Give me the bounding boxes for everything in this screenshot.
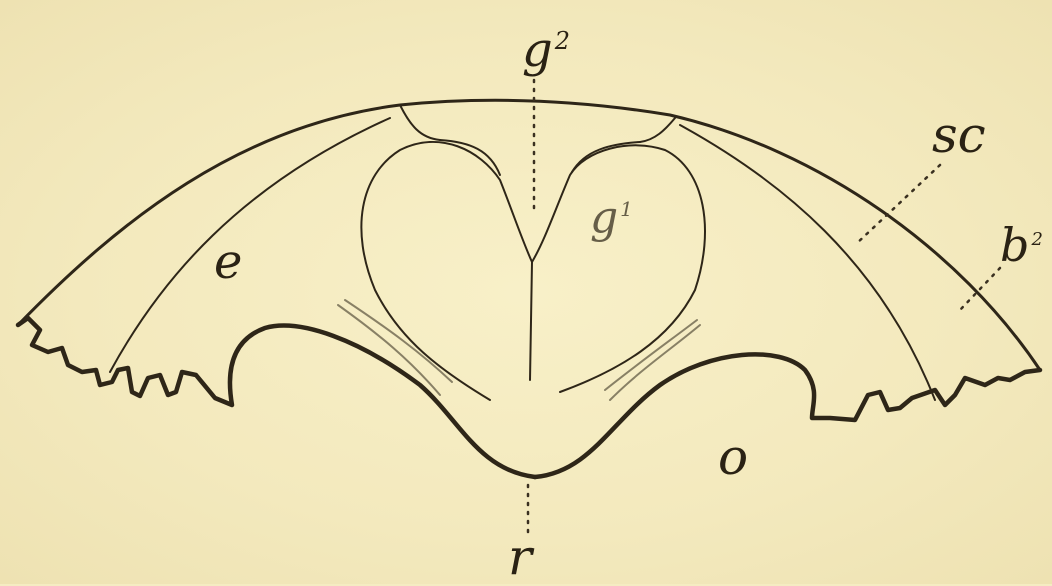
label-g2: g2 [522,26,570,74]
leader-sc [855,165,940,245]
lobe-top-right [572,142,640,172]
label-r: r [508,532,532,582]
central-line [530,262,532,380]
label-b2-base: b [1000,218,1029,272]
right-lobe [532,145,705,392]
left-wing-edge [18,318,535,477]
label-e: e [214,238,242,286]
label-sc-base: sc [932,106,986,164]
left-junction [400,105,440,140]
outer-arc [18,100,1040,370]
label-e-base: e [214,234,242,290]
right-junction [640,118,675,142]
right-faint-lines-2 [605,320,697,390]
label-b2-sup: 2 [1031,229,1042,250]
label-g1-base: g [590,192,618,243]
label-o: o [718,432,748,482]
label-o-base: o [718,428,748,486]
label-g2-sup: 2 [555,27,570,55]
label-r-base: r [508,528,532,586]
left-faint-lines [338,305,440,395]
label-g1-sup: 1 [620,197,633,221]
leader-b2 [960,268,1000,310]
label-sc: sc [932,110,986,160]
right-wing-edge [535,354,1040,477]
label-g2-base: g [522,22,553,78]
